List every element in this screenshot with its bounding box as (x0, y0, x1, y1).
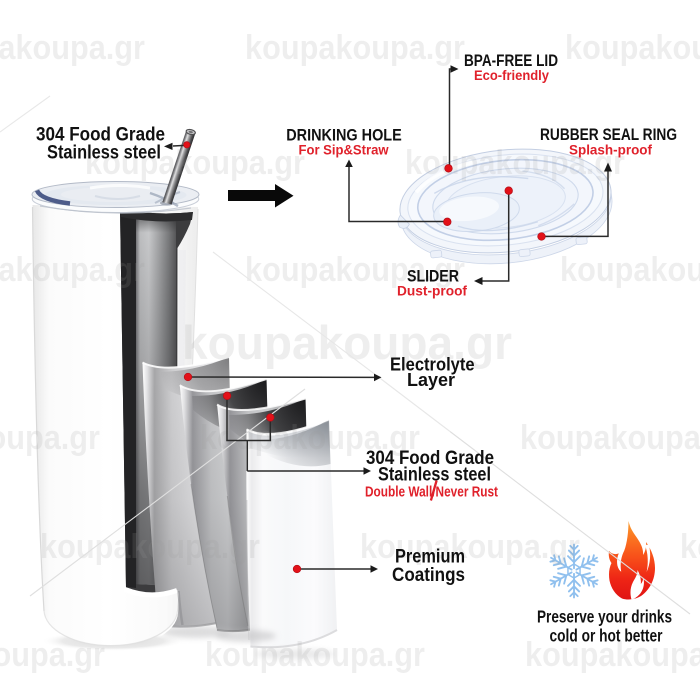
svg-text:koupakoupa.gr: koupakoupa.gr (0, 419, 100, 457)
svg-text:koupakoupa.gr: koupakoupa.gr (245, 251, 465, 289)
svg-text:koupakoupa.gr: koupakoupa.gr (360, 528, 580, 566)
svg-text:koupakoupa.gr: koupakoupa.gr (525, 636, 700, 674)
svg-text:304 Food Grade: 304 Food Grade (36, 125, 165, 146)
svg-text:Layer: Layer (407, 370, 455, 390)
svg-text:koupakoupa.gr: koupakoupa.gr (405, 144, 625, 182)
svg-text:koupakoupa.gr: koupakoupa.gr (0, 251, 145, 289)
svg-text:koupakoupa.gr: koupakoupa.gr (40, 528, 260, 566)
svg-text:304 Food Grade: 304 Food Grade (366, 447, 494, 469)
svg-text:Dust-proof: Dust-proof (397, 283, 467, 299)
svg-text:koupakoupa.gr: koupakoupa.gr (205, 636, 425, 674)
svg-text:Double Wall/Never Rust: Double Wall/Never Rust (365, 485, 498, 501)
svg-text:DRINKING HOLE: DRINKING HOLE (286, 127, 402, 145)
svg-text:koupakoupa.gr: koupakoupa.gr (0, 636, 105, 674)
svg-text:koupakoupa.gr: koupakoupa.gr (0, 29, 145, 67)
svg-text:koupakoupa.gr: koupakoupa.gr (560, 251, 700, 289)
svg-text:Splash-proof: Splash-proof (569, 142, 652, 158)
svg-text:Electrolyte: Electrolyte (390, 355, 475, 375)
svg-text:SLIDER: SLIDER (407, 268, 459, 286)
svg-text:Eco-friendly: Eco-friendly (474, 67, 549, 83)
svg-text:koupakoupa.gr: koupakoupa.gr (565, 29, 700, 67)
svg-text:Coatings: Coatings (392, 564, 465, 586)
svg-text:koupakoupa.gr: koupakoupa.gr (85, 144, 305, 182)
svg-text:Premium: Premium (395, 546, 465, 568)
svg-text:Stainless steel: Stainless steel (378, 464, 491, 486)
svg-text:For Sip&Straw: For Sip&Straw (299, 142, 389, 158)
svg-text:Stainless steel: Stainless steel (47, 143, 161, 164)
svg-text:koupakoupa.gr: koupakoupa.gr (680, 528, 700, 566)
svg-text:koupakoupa.gr: koupakoupa.gr (182, 316, 512, 369)
svg-text:RUBBER SEAL RING: RUBBER SEAL RING (540, 126, 677, 144)
svg-text:koupakoupa.gr: koupakoupa.gr (520, 419, 700, 457)
svg-text:Preserve your drinks: Preserve your drinks (537, 607, 672, 627)
svg-text:BPA-FREE LID: BPA-FREE LID (464, 52, 558, 70)
svg-text:koupakoupa.gr: koupakoupa.gr (200, 419, 420, 457)
svg-text:cold or hot better: cold or hot better (550, 626, 663, 646)
svg-text:koupakoupa.gr: koupakoupa.gr (245, 29, 465, 67)
